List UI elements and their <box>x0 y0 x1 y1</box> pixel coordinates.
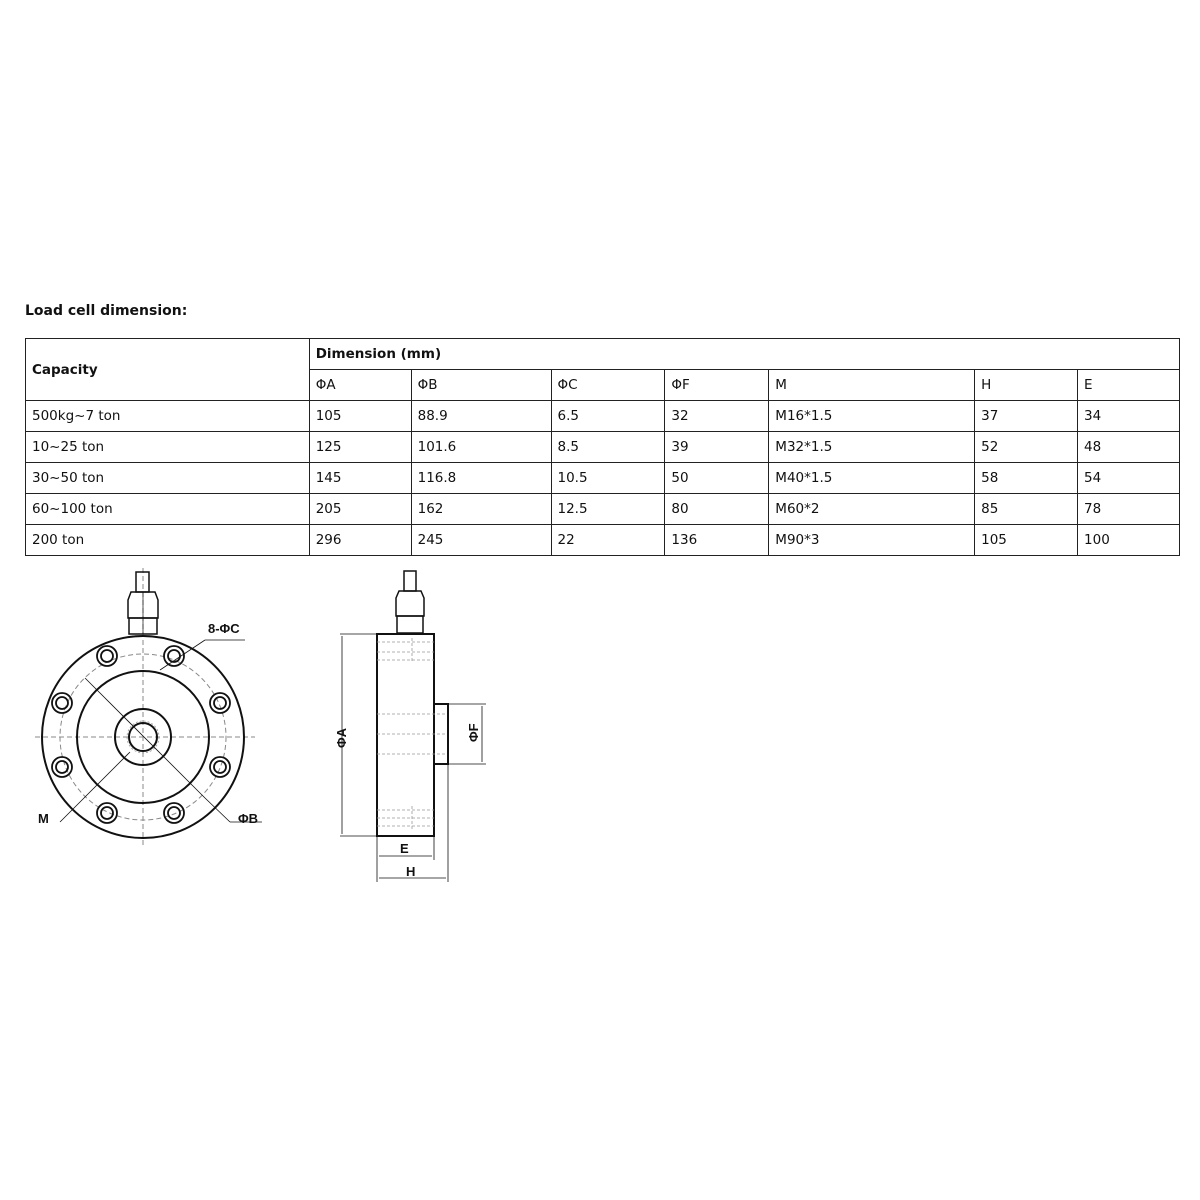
table-cell: 58 <box>974 462 1079 494</box>
table-cell: 10.5 <box>550 462 666 494</box>
table-cell: 101.6 <box>410 431 552 463</box>
table-cell: 105 <box>974 524 1079 556</box>
table-cell: 48 <box>1077 431 1180 463</box>
table-cell: 500kg~7 ton <box>25 400 310 432</box>
table-cell: 80 <box>664 493 770 525</box>
table-cell: 39 <box>664 431 770 463</box>
table-row: 500kg~7 ton 105 88.9 6.5 32 M16*1.5 37 3… <box>25 400 1180 432</box>
capacity-header: Capacity <box>25 338 310 401</box>
table-cell: M90*3 <box>768 524 976 556</box>
column-header: ΦA <box>308 369 412 401</box>
table-cell: 34 <box>1077 400 1180 432</box>
body-height-label: E <box>400 841 409 856</box>
table-cell: 125 <box>308 431 412 463</box>
table-cell: 8.5 <box>550 431 666 463</box>
table-cell: 60~100 ton <box>25 493 310 525</box>
table-cell: 32 <box>664 400 770 432</box>
table-cell: 245 <box>410 524 552 556</box>
column-header: M <box>768 369 976 401</box>
table-cell: 88.9 <box>410 400 552 432</box>
table-cell: 6.5 <box>550 400 666 432</box>
table-cell: 145 <box>308 462 412 494</box>
table-cell: 52 <box>974 431 1079 463</box>
table-cell: 136 <box>664 524 770 556</box>
table-cell: 78 <box>1077 493 1180 525</box>
table-header-row: Capacity Dimension (mm) <box>25 338 1181 401</box>
table-cell: 205 <box>308 493 412 525</box>
thread-label: M <box>38 811 49 826</box>
table-cell: 10~25 ton <box>25 431 310 463</box>
front-view-drawing: 8-ΦC M ΦB <box>35 568 262 845</box>
dimension-header: Dimension (mm) <box>308 338 1181 370</box>
table-cell: 22 <box>550 524 666 556</box>
table-cell: 200 ton <box>25 524 310 556</box>
table-cell: 100 <box>1077 524 1180 556</box>
outer-dia-label: ΦA <box>334 727 349 748</box>
table-cell: 162 <box>410 493 552 525</box>
bolt-circle-label: ΦB <box>238 811 258 826</box>
table-row: 30~50 ton 145 116.8 10.5 50 M40*1.5 58 5… <box>25 462 1180 494</box>
column-header: H <box>974 369 1079 401</box>
table-cell: 30~50 ton <box>25 462 310 494</box>
holes-label: 8-ΦC <box>208 621 240 636</box>
column-header: ΦF <box>664 369 770 401</box>
table-subheader-row: ΦA ΦB ΦC ΦF M H E <box>26 369 1180 401</box>
dimension-table: Capacity Dimension (mm) ΦA ΦB ΦC ΦF M H … <box>25 338 1181 556</box>
boss-dia-label: ΦF <box>466 723 481 742</box>
table-cell: 105 <box>308 400 412 432</box>
column-header: ΦC <box>550 369 666 401</box>
table-row: 10~25 ton 125 101.6 8.5 39 M32*1.5 52 48 <box>25 431 1180 463</box>
table-cell: 296 <box>308 524 412 556</box>
side-view-drawing: ΦA ΦF E H <box>334 570 486 882</box>
table-cell: 85 <box>974 493 1079 525</box>
table-cell: M32*1.5 <box>768 431 976 463</box>
table-cell: 50 <box>664 462 770 494</box>
column-header: E <box>1077 369 1180 401</box>
table-row: 60~100 ton 205 162 12.5 80 M60*2 85 78 <box>25 493 1180 525</box>
table-cell: 12.5 <box>550 493 666 525</box>
column-header: ΦB <box>410 369 552 401</box>
table-row: 200 ton 296 245 22 136 M90*3 105 100 <box>25 524 1180 556</box>
table-cell: 54 <box>1077 462 1180 494</box>
table-cell: M16*1.5 <box>768 400 976 432</box>
table-cell: M60*2 <box>768 493 976 525</box>
section-title: Load cell dimension: <box>25 303 188 319</box>
table-cell: M40*1.5 <box>768 462 976 494</box>
total-height-label: H <box>406 864 415 879</box>
table-cell: 116.8 <box>410 462 552 494</box>
table-cell: 37 <box>974 400 1079 432</box>
